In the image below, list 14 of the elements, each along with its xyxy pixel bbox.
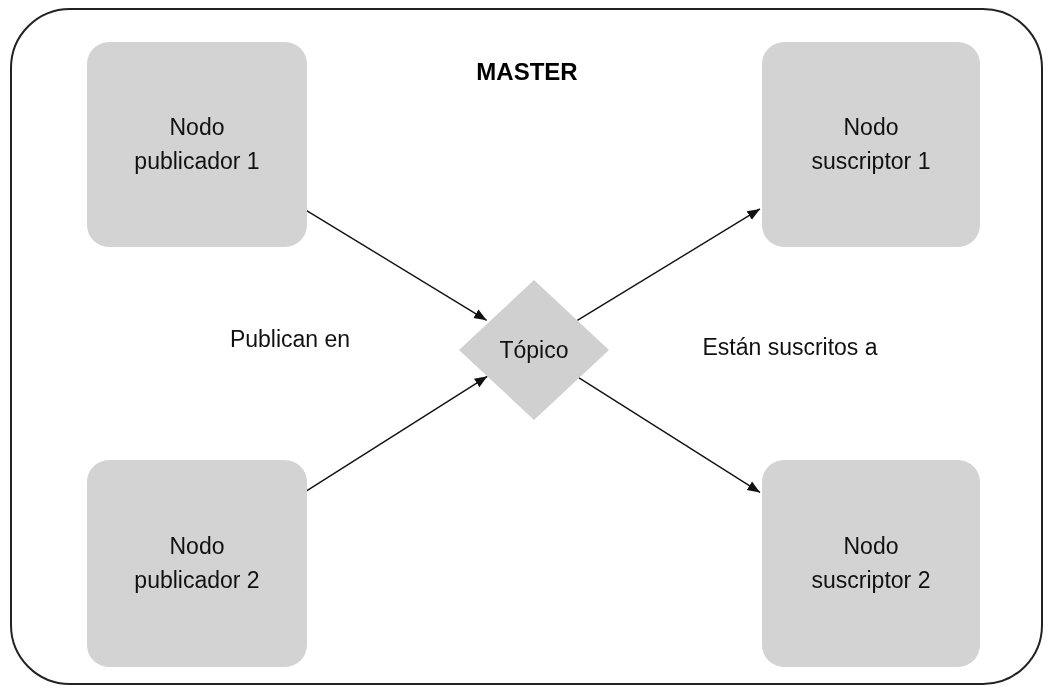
- node-label: Nodo publicador 1: [133, 113, 261, 176]
- container-title: MASTER: [475, 57, 579, 87]
- process-box: [762, 460, 980, 667]
- master-container: [10, 8, 1043, 685]
- annotation-text: Publican en: [228, 325, 352, 354]
- node-label: Tópico: [499, 335, 569, 365]
- process-box: [87, 42, 307, 247]
- node-label: Nodo suscriptor 2: [810, 532, 932, 595]
- arrow: [576, 208, 761, 322]
- process-box: [762, 42, 980, 247]
- node-label: Nodo publicador 2: [133, 532, 261, 595]
- annotation-text: Están suscritos a: [701, 333, 879, 362]
- process-box: [87, 460, 307, 667]
- node-label: Nodo suscriptor 1: [810, 113, 932, 176]
